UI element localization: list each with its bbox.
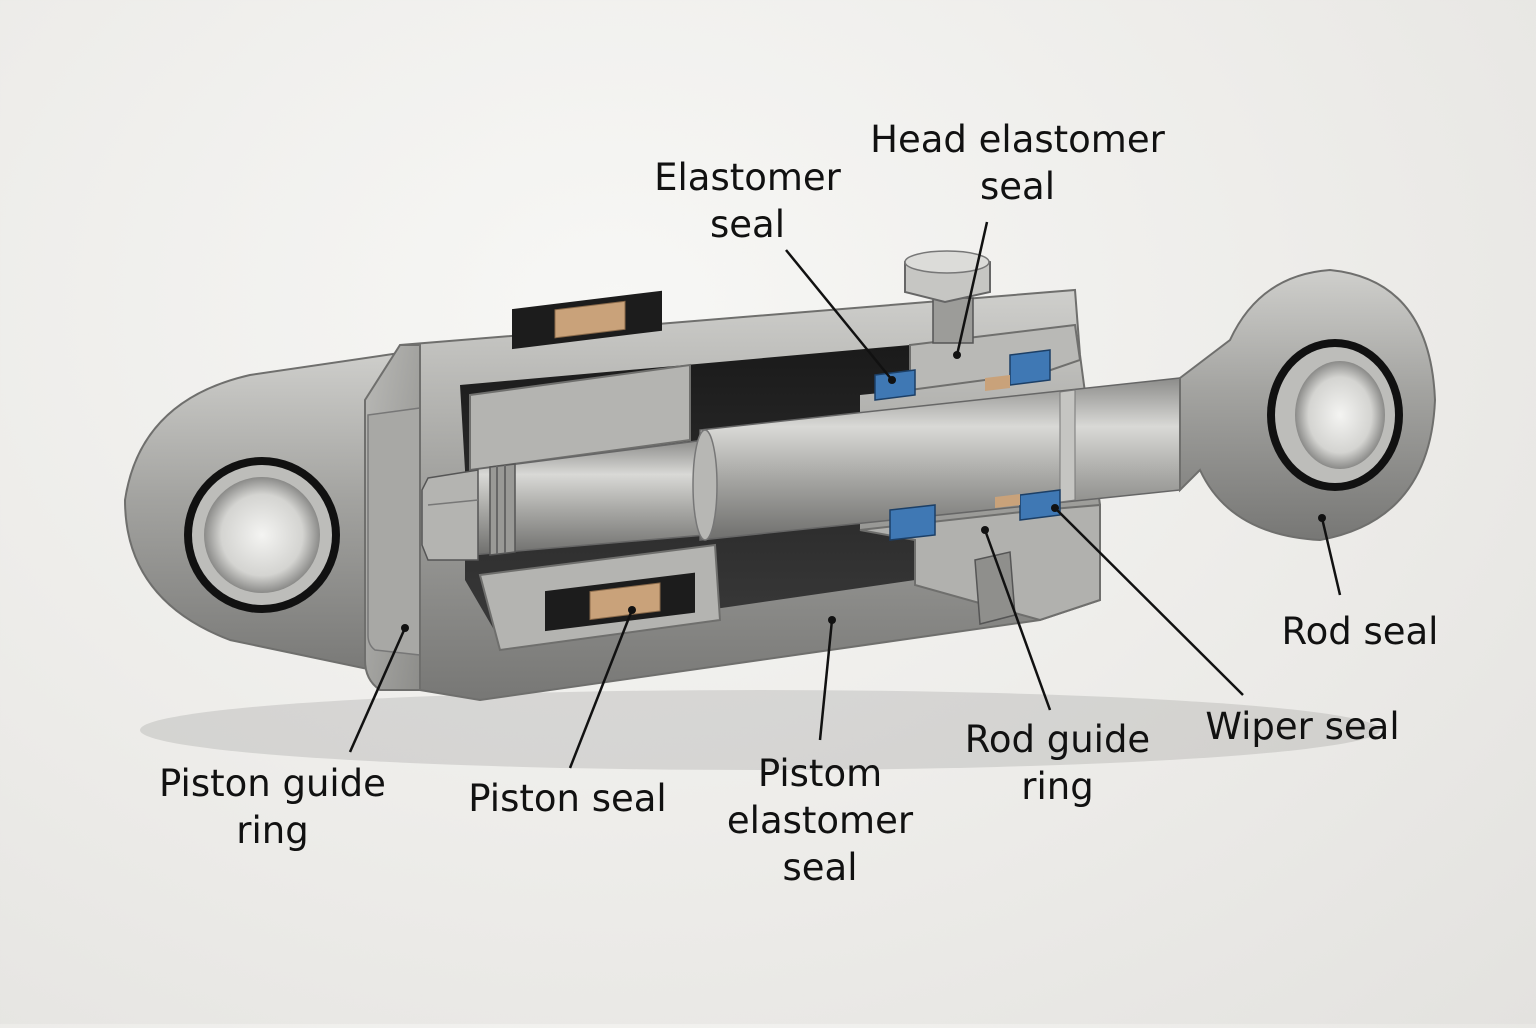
label-pistom-elastomer-seal-line2: elastomer xyxy=(715,797,925,844)
label-head-elastomer-seal: Head elastomer seal xyxy=(860,116,1175,210)
head-elastomer-seal-part xyxy=(1010,350,1050,385)
label-wiper-seal-line1: Wiper seal xyxy=(1195,703,1410,750)
label-rod-seal: Rod seal xyxy=(1270,608,1450,655)
label-piston-guide-ring-line1: Piston guide xyxy=(150,760,395,807)
label-rod-guide-ring: Rod guide ring xyxy=(955,716,1160,810)
elastomer-seal-part xyxy=(875,370,915,400)
piston-nut xyxy=(422,470,478,560)
label-elastomer-seal-line1: Elastomer xyxy=(640,154,855,201)
label-elastomer-seal: Elastomer seal xyxy=(640,154,855,248)
bolt-shank xyxy=(933,298,973,343)
label-piston-guide-ring-line2: ring xyxy=(150,807,395,854)
label-wiper-seal: Wiper seal xyxy=(1195,703,1410,750)
pistom-elastomer-seal-part xyxy=(890,505,935,540)
label-pistom-elastomer-seal-line3: seal xyxy=(715,844,925,891)
label-piston-seal: Piston seal xyxy=(455,775,680,822)
label-piston-guide-ring: Piston guide ring xyxy=(150,760,395,854)
label-head-elastomer-seal-line1: Head elastomer xyxy=(860,116,1175,163)
rod-thread xyxy=(490,464,515,555)
label-rod-guide-ring-line2: ring xyxy=(955,763,1160,810)
label-head-elastomer-seal-line2: seal xyxy=(860,163,1175,210)
label-pistom-elastomer-seal: Pistom elastomer seal xyxy=(715,750,925,891)
label-piston-seal-line1: Piston seal xyxy=(455,775,680,822)
label-rod-seal-line1: Rod seal xyxy=(1270,608,1450,655)
label-pistom-elastomer-seal-line1: Pistom xyxy=(715,750,925,797)
rod-eye-bore xyxy=(1295,361,1385,469)
threaded-port xyxy=(975,552,1015,624)
label-elastomer-seal-line2: seal xyxy=(640,201,855,248)
left-eye-bore xyxy=(204,477,320,593)
label-rod-guide-ring-line1: Rod guide xyxy=(955,716,1160,763)
